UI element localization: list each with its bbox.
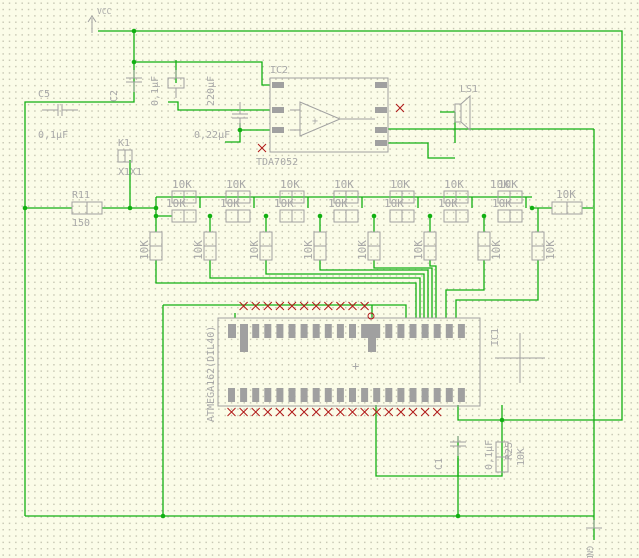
- c2-value: 0,1µF: [150, 76, 161, 106]
- svg-text:+: +: [352, 359, 359, 373]
- ladder-lower-label: 10K: [492, 197, 512, 210]
- k1-name: K1: [118, 138, 130, 149]
- c5-capacitor: C5 0,1µF: [38, 89, 78, 141]
- ls1-name: LS1: [460, 84, 478, 95]
- c1-value: 0,1µF: [484, 440, 495, 470]
- k1-value: X1X1: [118, 167, 142, 178]
- ic1-name: IC1: [490, 328, 501, 346]
- r25-value: 10K: [516, 448, 527, 466]
- ladder-bottom-label: 10K: [490, 240, 503, 260]
- c5-value: 0,1µF: [38, 130, 68, 141]
- ladder-bottom-label: 10K: [138, 240, 151, 260]
- ladder-bottom-label: 10K: [544, 240, 557, 260]
- ladder-lower-label: 10K: [274, 197, 294, 210]
- ladder-lower-label: 10K: [384, 197, 404, 210]
- ladder-bottom-label: 10K: [192, 240, 205, 260]
- c2-name: C2: [109, 90, 120, 102]
- ladder-upper-label: 10K: [226, 178, 246, 191]
- resistor-ladder: 10K10K10K10K10K10K10K10K10K10K10K10K10K1…: [138, 178, 583, 261]
- ladder-upper-label: 10K: [280, 178, 300, 191]
- ic1-value: ATMEGA162(DIL40): [206, 326, 217, 422]
- ladder-upper-label: 10K: [490, 178, 510, 191]
- k1-connector: K1 X1X1: [117, 138, 142, 178]
- c1-capacitor: C1 0,1µF: [434, 436, 495, 470]
- ic1-microcontroller: + ATMEGA162(DIL40) IC1: [206, 301, 545, 422]
- gnd-label: GND: [585, 546, 594, 558]
- ic2-name: IC2: [270, 65, 288, 76]
- c1-name: C1: [434, 458, 445, 470]
- gnd-symbol: GND: [585, 520, 602, 558]
- ladder-lower-label: 10K: [220, 197, 240, 210]
- ladder-bottom-label: 10K: [248, 240, 261, 260]
- ls1-speaker: LS1: [454, 84, 478, 132]
- r25-name: R25: [504, 442, 515, 460]
- junctions: [22, 28, 535, 519]
- c4-value: 0,22µF: [194, 130, 230, 141]
- ladder-bottom-label: 10K: [356, 240, 369, 260]
- ladder-upper-label: 10K: [498, 178, 518, 191]
- svg-text:+: +: [312, 116, 318, 127]
- ic2-value: TDA7052: [256, 157, 298, 168]
- r25-resistor: R25 10K: [495, 441, 527, 473]
- r11-value: 150: [72, 218, 90, 229]
- ladder-bottom-label: 10K: [302, 240, 315, 260]
- c4-capacitor: 0,22µF: [194, 102, 248, 141]
- c2-capacitor: C2 0,1µF: [109, 70, 161, 106]
- ladder-lower-label: 10K: [328, 197, 348, 210]
- vcc-symbol: VCC: [87, 7, 112, 33]
- ladder-upper-label: 10K: [172, 178, 192, 191]
- ladder-upper-label: 10K: [334, 178, 354, 191]
- ladder-upper-label: 10K: [444, 178, 464, 191]
- vcc-label: VCC: [97, 7, 112, 16]
- r11-name: R11: [72, 190, 90, 201]
- r11-resistor: R11 150: [71, 190, 103, 229]
- ladder-lower-label: 10K: [166, 197, 186, 210]
- ladder-bottom-label: 10K: [412, 240, 425, 260]
- c3-capacitor: 220µF: [167, 70, 217, 106]
- wires: [24, 30, 623, 540]
- res-right-label: 10K: [556, 188, 576, 201]
- c5-name: C5: [38, 89, 50, 100]
- c3-value: 220µF: [206, 76, 217, 106]
- ic2-amplifier: + IC2 TDA7052: [256, 65, 405, 168]
- ic1-pins-bottom: [227, 388, 465, 417]
- ic1-pins-top: [228, 301, 465, 338]
- ladder-upper-label: 10K: [390, 178, 410, 191]
- ladder-lower-label: 10K: [438, 197, 458, 210]
